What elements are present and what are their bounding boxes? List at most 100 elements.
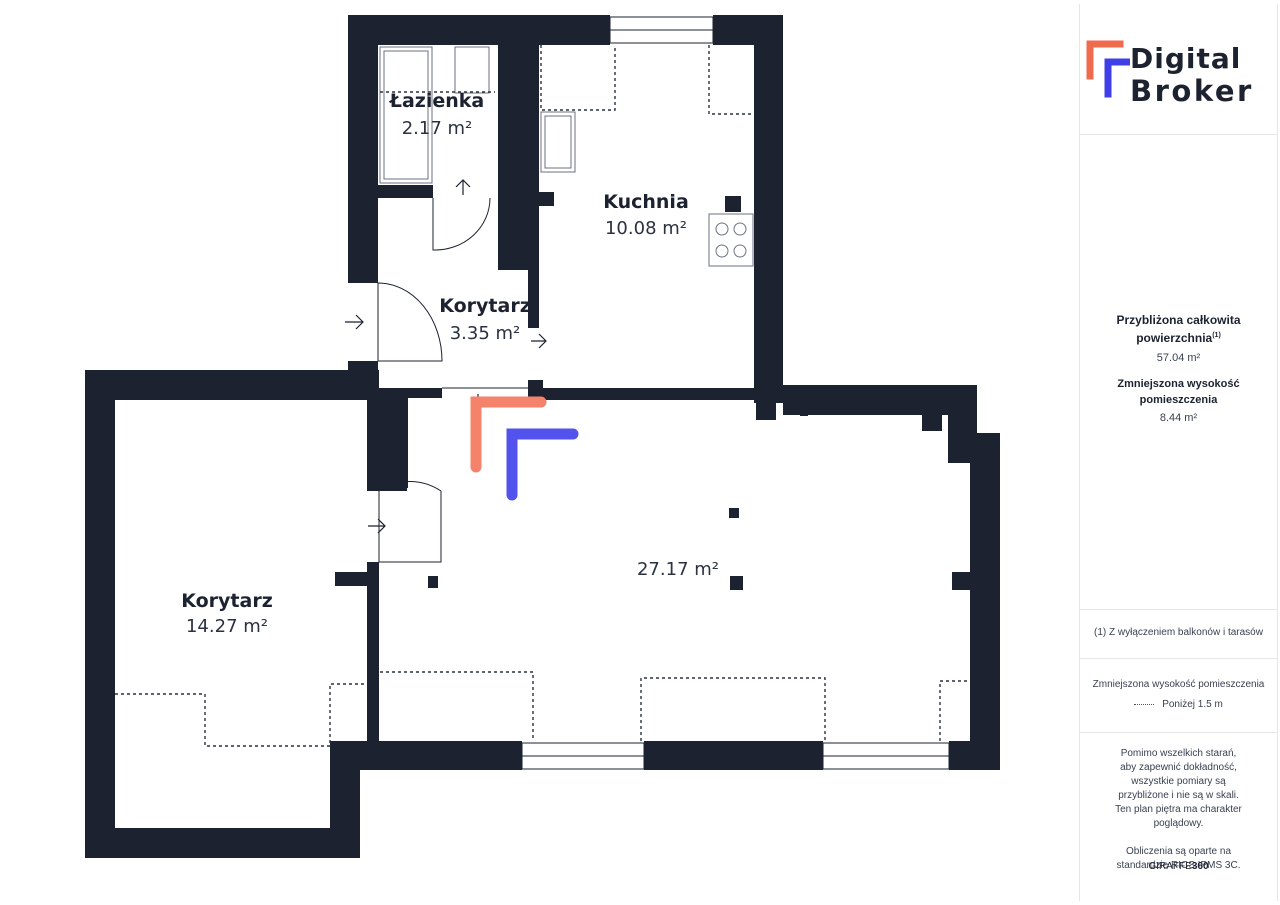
pillar (730, 576, 743, 590)
disclaimer: Pomimo wszelkich starań, aby zapewnić do… (1080, 747, 1277, 873)
info-sidebar: Digital Broker Przybliżona całkowita pow… (1079, 4, 1278, 901)
footnote-marker: (1) (1212, 332, 1221, 339)
divider (1080, 134, 1277, 135)
wall (644, 741, 823, 770)
wall (498, 15, 539, 270)
logo-text-line2: Broker (1130, 74, 1254, 108)
toilet (454, 46, 490, 94)
legend-title: Zmniejszona wysokość pomieszczenia (1092, 679, 1265, 690)
sink (540, 111, 576, 173)
doors (377, 197, 528, 563)
burner (715, 244, 729, 258)
dotted-line-icon (1134, 703, 1155, 705)
pillar (729, 508, 739, 518)
digital-broker-logo: Digital Broker (1084, 32, 1274, 112)
pillar (428, 576, 438, 588)
room-area-kuchnia: 10.08 m² (605, 218, 687, 239)
room-area-lazienka: 2.17 m² (402, 118, 473, 139)
dashed-line (708, 45, 754, 115)
watermark-logo-icon (470, 396, 579, 501)
arrow-icon (455, 179, 471, 195)
burner (733, 244, 747, 258)
windows (521, 16, 950, 770)
wall (378, 388, 442, 398)
legend-item-label: Poniżej 1.5 m (1162, 699, 1223, 710)
wall (756, 400, 776, 420)
door-bathroom (432, 197, 491, 251)
room-label-lazienka: Łazienka (389, 90, 484, 112)
disclaimer-p1: Pomimo wszelkich starań, aby zapewnić do… (1115, 748, 1242, 829)
bathtub (379, 46, 433, 184)
total-area-title: Przybliżona całkowita powierzchnia(1) (1080, 312, 1277, 346)
divider (1080, 658, 1277, 659)
wall (725, 196, 741, 212)
wall (543, 388, 783, 400)
watermark-orange-stroke (470, 396, 547, 473)
wall (528, 380, 543, 398)
wall (348, 15, 378, 283)
wall (378, 398, 408, 488)
brand-name: GIRAFFE (1148, 861, 1192, 872)
wall (783, 385, 977, 415)
reduced-height-value: 8.44 m² (1159, 412, 1198, 424)
room-label-korytarz-large: Korytarz (181, 590, 273, 612)
wall (85, 828, 360, 858)
wall (952, 572, 972, 590)
wall (85, 370, 379, 400)
legend-item: Poniżej 1.5 m (1080, 698, 1277, 712)
floor-plan: Łazienka 2.17 m² Kuchnia 10.08 m² Koryta… (85, 15, 1000, 858)
divider (1080, 609, 1277, 610)
legend: Zmniejszona wysokość pomieszczenia Poniż… (1080, 678, 1277, 712)
footnote: (1) Z wyłączeniem balkonów i tarasów (1094, 627, 1263, 638)
room-area-korytarz-large: 14.27 m² (186, 616, 268, 637)
sink-inner (544, 115, 572, 169)
dashed-line (540, 45, 616, 111)
wall (367, 388, 378, 483)
wall (378, 185, 433, 198)
room-area-main: 27.17 m² (637, 559, 719, 580)
room-area-korytarz-small: 3.35 m² (450, 323, 521, 344)
wall (539, 192, 554, 206)
walls (85, 15, 1000, 858)
arrow-icon (345, 314, 364, 330)
door-large-corridor (378, 481, 442, 563)
dashed-line (380, 671, 534, 741)
dashed-line (640, 677, 826, 741)
burner (715, 222, 729, 236)
wall (330, 741, 522, 770)
total-area-title-text: Przybliżona całkowita powierzchnia (1116, 313, 1241, 345)
divider (1080, 732, 1277, 733)
bathtub-inner (383, 50, 429, 180)
wall (949, 741, 1000, 770)
fixtures (379, 46, 754, 267)
arrows (345, 179, 547, 534)
burner (733, 222, 747, 236)
wall (85, 370, 115, 858)
door-entrance (377, 282, 443, 362)
summary-section: Przybliżona całkowita powierzchnia(1) 57… (1080, 312, 1277, 426)
reduced-height-title: Zmniejszona wysokość pomieszczenia (1117, 378, 1240, 406)
wall (367, 562, 379, 742)
wall (970, 433, 1000, 770)
wall (754, 15, 783, 403)
total-area-value: 57.04 m² (1156, 352, 1201, 364)
logo-text-line1: Digital (1130, 42, 1242, 75)
arrow-icon (531, 333, 547, 349)
wall (922, 415, 942, 431)
disclaimer-p2: Obliczenia są oparte na standardzie RICS… (1116, 846, 1241, 871)
pillar (800, 409, 808, 416)
wall (335, 572, 367, 586)
brand-suffix: 360 (1191, 861, 1209, 872)
wall (528, 15, 610, 45)
dashed-line (939, 680, 970, 741)
giraffe-brand: GIRAFFE360 (1080, 861, 1277, 872)
watermark-blue-stroke (506, 428, 579, 501)
room-label-korytarz-small: Korytarz (439, 295, 531, 317)
stove (708, 213, 754, 267)
dashed-line (115, 683, 367, 747)
arrow-icon (368, 518, 386, 534)
wall (528, 270, 539, 328)
reduced-height-zones (115, 45, 970, 747)
room-label-kuchnia: Kuchnia (603, 191, 689, 213)
logo-mark-icon (1086, 40, 1130, 98)
